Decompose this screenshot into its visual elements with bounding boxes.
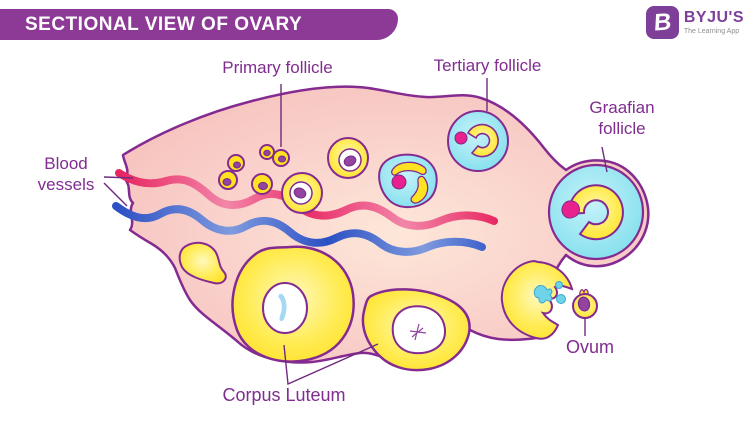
leader-graafian-follicle (601, 146, 608, 173)
oocyte (233, 161, 241, 169)
label-corpus-luteum: Corpus Luteum (222, 385, 346, 405)
granulosa-crescent (410, 175, 429, 204)
blood-vessel-blue (112, 202, 486, 256)
cumulus-c-shape (567, 184, 624, 241)
secondary-follicle (327, 137, 369, 179)
tertiary-follicle (447, 110, 509, 172)
oocyte (222, 178, 232, 186)
label-graafian-follicle: Graafian follicle (589, 98, 655, 138)
title-banner: SECTIONAL VIEW OF OVARY (0, 9, 398, 40)
leader-corpus-luteum (283, 343, 379, 386)
oocyte (263, 149, 271, 157)
oocyte (277, 155, 287, 163)
label-primary-follicle: Primary follicle (222, 58, 333, 77)
label-ovum: Ovum (565, 337, 614, 357)
logo-name: BYJU'S (683, 9, 744, 26)
ovum (572, 288, 598, 319)
ruptured-follicle (500, 259, 574, 340)
corpus-luteum-large (231, 245, 355, 363)
ovum-nucleus (577, 296, 591, 312)
oocyte (343, 155, 357, 167)
leader-blood-vessel-red (103, 176, 134, 179)
oocyte (454, 131, 468, 145)
fluid-droplet (556, 294, 566, 304)
label-blood-vessels: Blood vessels (37, 154, 95, 194)
graafian-follicle (547, 163, 645, 261)
oocyte (561, 200, 580, 219)
byjus-logo-text: BYJU'S The Learning App (683, 6, 744, 36)
page-title: SECTIONAL VIEW OF OVARY (25, 14, 303, 35)
byjus-logo: B BYJU'S The Learning App (645, 6, 744, 39)
stroma-yellow-blob (178, 241, 227, 285)
label-tertiary-follicle: Tertiary follicle (433, 56, 542, 75)
cavity-crescent (278, 293, 287, 322)
primary-follicles (218, 144, 290, 195)
follicular-fluid-splash (533, 285, 553, 304)
fluid-droplet (555, 281, 563, 289)
leader-lines (103, 78, 608, 386)
corpus-luteum-old (361, 288, 471, 372)
leader-blood-vessel-blue (103, 182, 128, 207)
oocyte (293, 187, 307, 199)
oocyte (391, 174, 407, 190)
early-tertiary-follicle (378, 153, 438, 209)
corpus-albicans-center (391, 305, 446, 355)
scar-lines (409, 323, 427, 341)
cumulus-c-shape (466, 123, 499, 158)
granulosa-crescent (391, 161, 427, 176)
byjus-logo-icon: B (645, 6, 679, 39)
logo-tagline: The Learning App (683, 28, 740, 35)
secondary-follicle (281, 172, 323, 214)
oocyte (258, 181, 268, 191)
